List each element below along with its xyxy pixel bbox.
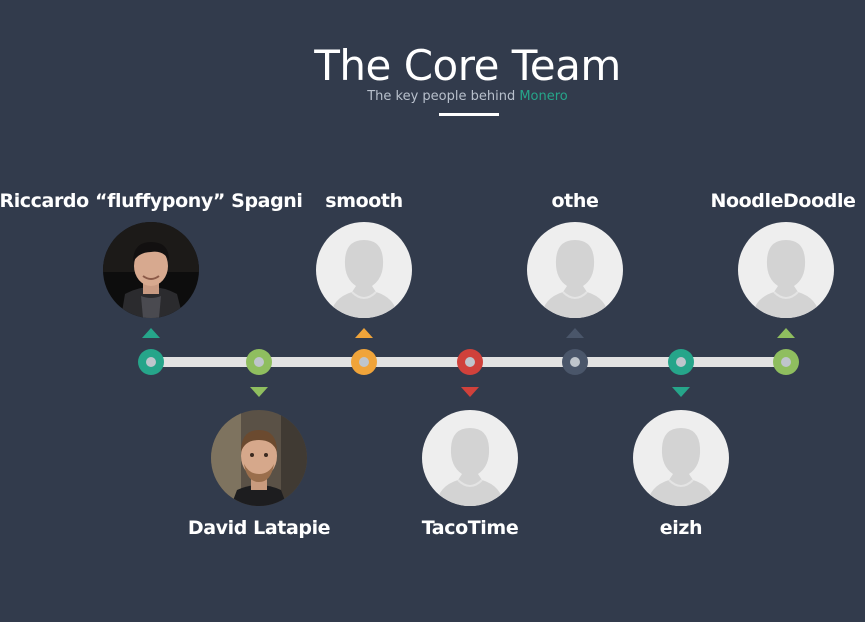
timeline-node[interactable] [138, 349, 164, 375]
arrow-down-icon [461, 387, 479, 397]
arrow-down-icon [250, 387, 268, 397]
default-avatar-icon[interactable] [527, 222, 623, 318]
arrow-up-icon [355, 328, 373, 338]
subtitle-link-monero[interactable]: Monero [519, 89, 568, 104]
node-dot [781, 357, 791, 367]
member-name: TacoTime [421, 517, 519, 539]
node-dot [570, 357, 580, 367]
photo-bearded-man-icon[interactable] [211, 410, 307, 506]
default-avatar-icon[interactable] [738, 222, 834, 318]
node-dot [146, 357, 156, 367]
timeline-node[interactable] [351, 349, 377, 375]
arrow-up-icon [566, 328, 584, 338]
timeline-node[interactable] [668, 349, 694, 375]
node-dot [676, 357, 686, 367]
member-name: smooth [325, 190, 403, 212]
member-name: Riccardo “fluffypony” Spagni [0, 190, 303, 212]
timeline-node[interactable] [457, 349, 483, 375]
member-name: NoodleDoodle [710, 190, 856, 212]
title-underline [439, 113, 499, 116]
member-name: David Latapie [187, 517, 331, 539]
timeline-node[interactable] [246, 349, 272, 375]
subtitle-text: The key people behind [367, 89, 520, 104]
photo-dark-hair-man-icon[interactable] [103, 222, 199, 318]
node-dot [254, 357, 264, 367]
arrow-down-icon [672, 387, 690, 397]
node-dot [465, 357, 475, 367]
default-avatar-icon[interactable] [316, 222, 412, 318]
timeline-node[interactable] [562, 349, 588, 375]
timeline-node[interactable] [773, 349, 799, 375]
page-subtitle: The key people behind Monero [0, 88, 865, 106]
arrow-up-icon [142, 328, 160, 338]
member-name: eizh [659, 517, 703, 539]
page-title: The Core Team [314, 41, 621, 90]
default-avatar-icon[interactable] [422, 410, 518, 506]
member-name: othe [551, 190, 599, 212]
arrow-up-icon [777, 328, 795, 338]
node-dot [359, 357, 369, 367]
default-avatar-icon[interactable] [633, 410, 729, 506]
